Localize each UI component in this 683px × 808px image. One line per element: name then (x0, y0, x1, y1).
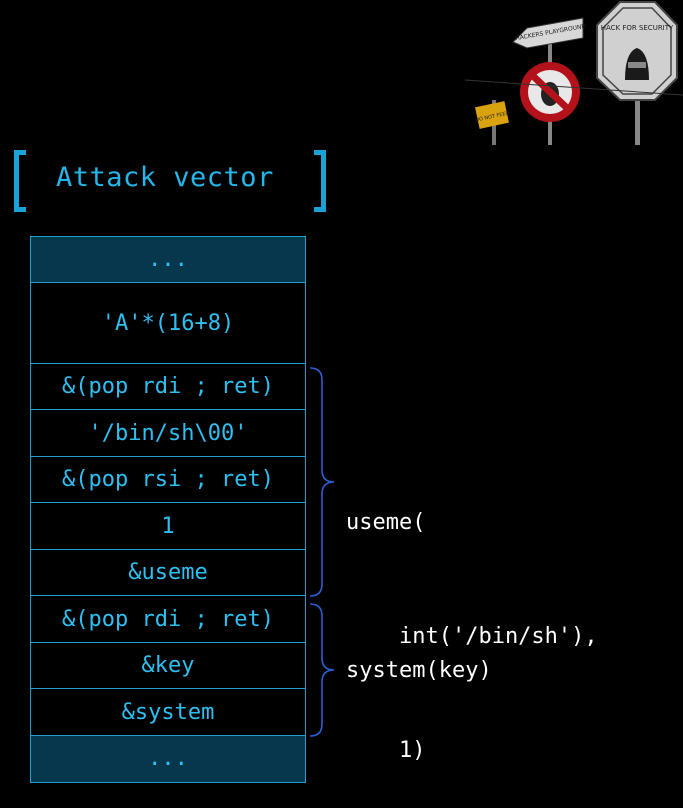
title: Attack vector (56, 162, 274, 193)
title-block: Attack vector (14, 150, 326, 212)
useme-call-line3: 1) (346, 732, 598, 770)
useme-call-line2: int('/bin/sh'), (346, 618, 598, 656)
stack-cell-pop-rdi-1: &(pop rdi ; ret) (30, 363, 306, 411)
stack-cell-one: 1 (30, 502, 306, 550)
stack-cell-key: &key (30, 642, 306, 690)
stack-cell-system: &system (30, 688, 306, 736)
hackers-playground-logo: HACKERS PLAYGROUND DO NOT FEED HACK FOR … (465, 0, 683, 145)
useme-brace (308, 366, 338, 598)
stack-cell-binsh-string: '/bin/sh\00' (30, 409, 306, 457)
useme-call-line1: useme( (346, 504, 598, 542)
system-brace (308, 602, 338, 738)
stack-cell-bottom-ellipsis: ... (30, 735, 306, 783)
system-call-note: system(key) (346, 652, 492, 690)
stack-cell-useme: &useme (30, 549, 306, 597)
logo-text-hackforsecurity: HACK FOR SECURITY (601, 24, 674, 32)
stack-cell-top-ellipsis: ... (30, 236, 306, 284)
stack-cell-pop-rdi-2: &(pop rdi ; ret) (30, 595, 306, 643)
stack-diagram: ... 'A'*(16+8) &(pop rdi ; ret) '/bin/sh… (30, 237, 306, 783)
stack-cell-pop-rsi: &(pop rsi ; ret) (30, 456, 306, 504)
useme-call-note: useme( int('/bin/sh'), 1) (346, 428, 598, 808)
stack-cell-padding: 'A'*(16+8) (30, 282, 306, 364)
left-bracket (14, 150, 26, 212)
right-bracket (314, 150, 326, 212)
